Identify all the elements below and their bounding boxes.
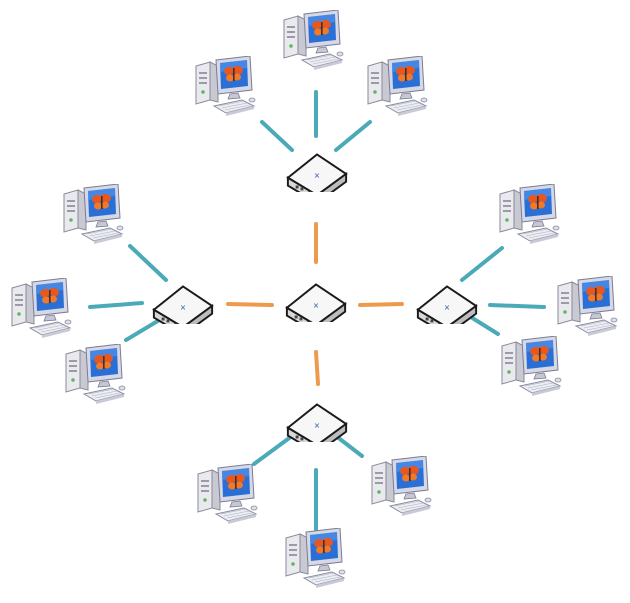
computer-icon [63, 184, 124, 245]
trunk-link-right [358, 302, 404, 307]
computer-icon [65, 344, 126, 405]
computer-icon [285, 528, 346, 589]
host-link-bottom-1 [252, 434, 294, 466]
computer-icon [499, 184, 560, 245]
host-link-right-2 [488, 303, 546, 309]
core-switch-icon [285, 283, 347, 322]
host-link-bottom-2 [334, 434, 364, 458]
trunk-link-left [226, 302, 274, 307]
switch-left-icon [152, 285, 214, 324]
computer-icon [283, 10, 344, 71]
host-links [88, 90, 546, 532]
computer-icon [197, 464, 258, 525]
switch-top-icon [286, 153, 348, 192]
trunk-link-bottom [314, 350, 320, 386]
host-link-left-2 [88, 301, 144, 309]
host-link-top-2 [260, 120, 294, 152]
host-link-left-1 [128, 244, 168, 282]
switch-bottom-icon [286, 403, 348, 442]
computer-icon [11, 278, 72, 339]
host-link-right-1 [460, 246, 504, 282]
computer-icon [501, 336, 562, 397]
computer-icon [371, 456, 432, 517]
switch-right-icon [416, 285, 478, 324]
computer-icon [557, 276, 618, 337]
trunk-links [226, 222, 404, 386]
host-link-top-3 [334, 120, 372, 152]
computer-icon [195, 56, 256, 117]
computer-icon [367, 56, 428, 117]
